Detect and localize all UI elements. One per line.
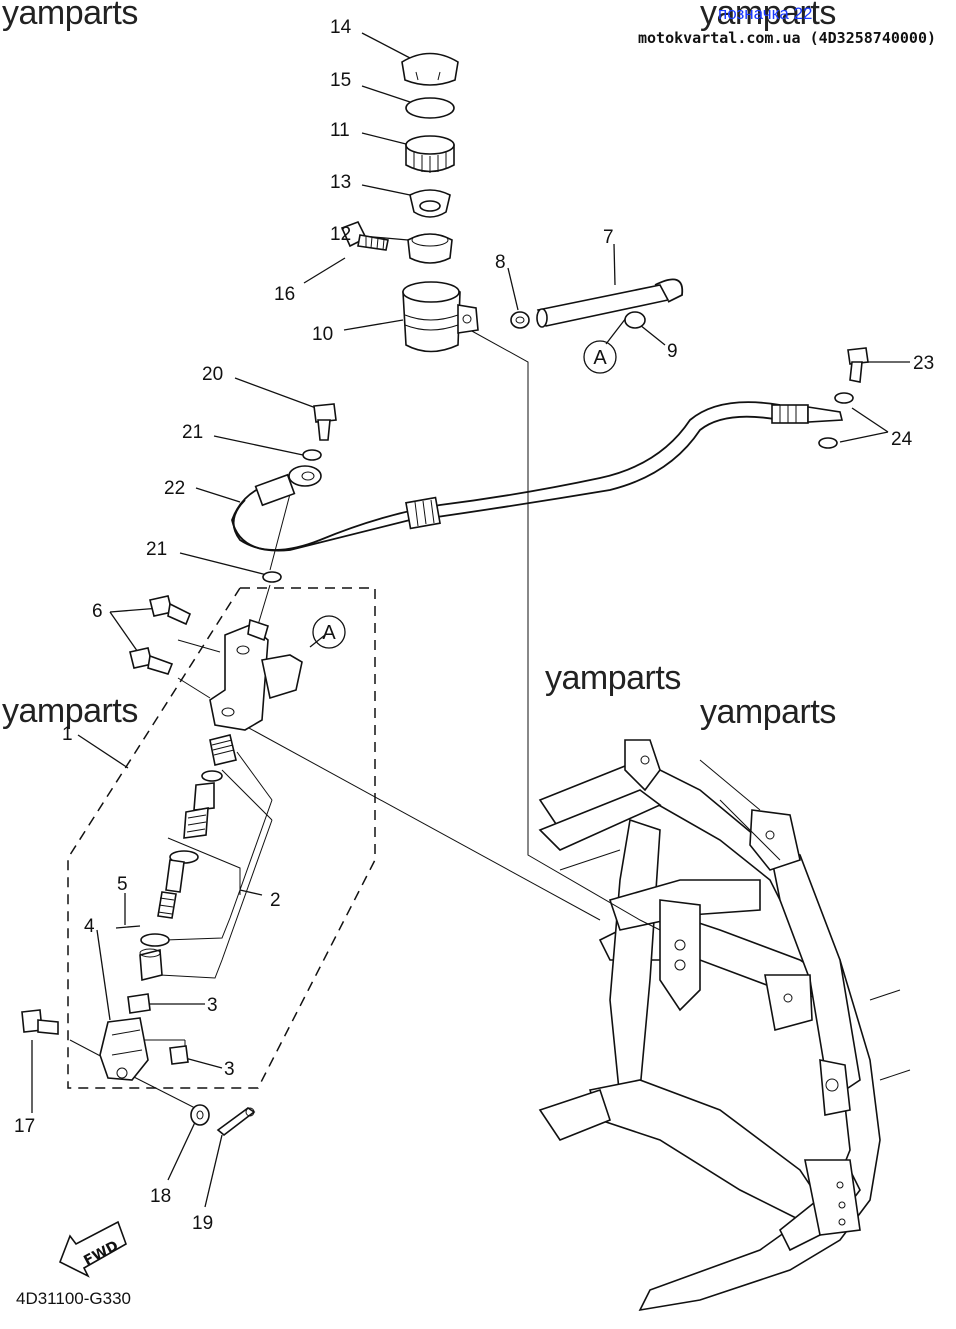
cotter-pin <box>216 1107 256 1137</box>
callout-a-middle-label: A <box>322 622 336 644</box>
part-number: 22 <box>164 478 185 499</box>
header-site: motokvartal.com.ua (4D3258740000) <box>638 29 937 47</box>
hose-clamp <box>624 311 646 329</box>
part-number: 20 <box>202 364 223 385</box>
part-number: 18 <box>150 1186 171 1207</box>
part-number: 6 <box>92 601 103 622</box>
mounting-bolts <box>129 595 192 675</box>
reservoir-seal <box>407 233 453 264</box>
part-number: 15 <box>330 70 351 91</box>
hose-clamp-small <box>510 311 530 329</box>
reservoir-cap <box>405 135 455 173</box>
brake-hose <box>231 401 844 552</box>
part-number: 9 <box>667 341 678 362</box>
fwd-arrow: FWD <box>58 1220 127 1278</box>
part-number: 5 <box>117 874 128 895</box>
part-number: 2 <box>270 890 281 911</box>
watermark-middle: yamparts <box>545 659 681 697</box>
part-number: 7 <box>603 227 614 248</box>
diaphragm <box>409 189 451 218</box>
part-number: 3 <box>207 995 218 1016</box>
part-number: 12 <box>330 224 351 245</box>
watermark-left: yamparts <box>2 692 138 730</box>
assembly-outline <box>67 587 376 1089</box>
part-number: 19 <box>192 1213 213 1234</box>
watermark-top-right: yamparts <box>700 0 836 32</box>
part-number: 24 <box>891 429 913 450</box>
part-number: 14 <box>330 17 352 38</box>
part-number: 4 <box>84 916 95 937</box>
callout-a-top-label: A <box>593 347 607 369</box>
part-number: 8 <box>495 252 506 273</box>
reservoir-hose <box>536 278 684 328</box>
part-number: 1 <box>62 724 73 745</box>
diagram-code: 4D31100-G330 <box>16 1289 131 1308</box>
union-bolt-upper <box>313 403 337 441</box>
cotter-pin-small <box>115 925 141 929</box>
pivot-bolt <box>21 1009 59 1035</box>
part-number: 13 <box>330 172 351 193</box>
motorcycle-frame <box>538 739 911 1312</box>
diaphragm-plate <box>405 97 455 119</box>
part-number: 17 <box>14 1116 35 1137</box>
part-number: 3 <box>224 1059 235 1080</box>
leader-lines <box>31 32 910 1208</box>
clevis-joint <box>99 1017 189 1081</box>
callout-a-top: A <box>583 340 617 374</box>
part-number: 10 <box>312 324 333 345</box>
callout-a-middle: A <box>312 615 346 649</box>
header-tag: позначка 22 <box>718 4 813 23</box>
copper-washers <box>262 392 854 583</box>
part-number-labels: 14 15 11 13 12 16 10 8 7 9 23 20 21 24 2… <box>14 17 934 1234</box>
reservoir-cap-cover <box>401 52 459 86</box>
reservoir-bolt <box>340 220 389 251</box>
part-number: 11 <box>330 120 350 141</box>
watermark-middle-right: yamparts <box>700 693 836 731</box>
union-bolt-right <box>847 347 869 383</box>
master-cylinder-body <box>209 618 303 731</box>
part-number: 23 <box>913 353 934 374</box>
part-number: 16 <box>274 284 295 305</box>
part-number: 21 <box>146 539 167 560</box>
watermark-top-left: yamparts <box>2 0 138 32</box>
master-cylinder-kit <box>127 734 237 1014</box>
part-number: 21 <box>182 422 203 443</box>
plain-washer <box>190 1104 210 1126</box>
reservoir-body <box>402 281 479 353</box>
